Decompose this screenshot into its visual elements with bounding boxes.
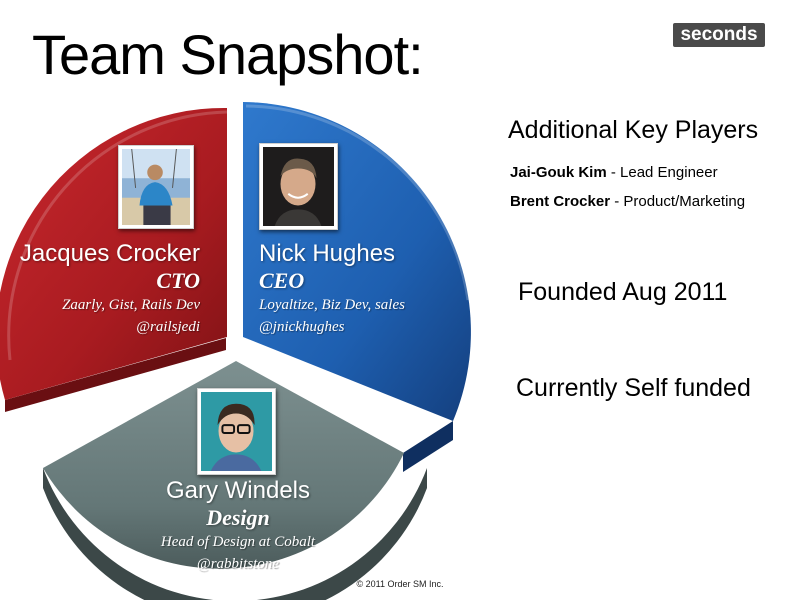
cto-role: CTO bbox=[156, 268, 200, 293]
key-player-2: Brent Crocker - Product/Marketing bbox=[510, 193, 745, 210]
key-player-2-name: Brent Crocker bbox=[510, 193, 611, 210]
pie-highlight-cto bbox=[7, 110, 228, 361]
brand-logo: seconds bbox=[673, 23, 765, 47]
ceo-photo bbox=[259, 143, 338, 230]
design-card: Gary Windels Design Head of Design at Co… bbox=[118, 477, 358, 575]
funding-text: Currently Self funded bbox=[516, 374, 751, 402]
key-player-1-role: - Lead Engineer bbox=[606, 164, 718, 181]
pie-depth-blue bbox=[403, 421, 453, 472]
ceo-bio: Loyaltize, Biz Dev, sales bbox=[259, 297, 405, 313]
pie-depth-red bbox=[5, 338, 226, 412]
design-photo bbox=[197, 388, 276, 475]
design-role: Design bbox=[206, 505, 270, 530]
ceo-role: CEO bbox=[259, 268, 305, 293]
cto-handle: @railsjedi bbox=[136, 319, 200, 335]
founded-text: Founded Aug 2011 bbox=[518, 278, 728, 306]
ceo-name: Nick Hughes bbox=[259, 240, 396, 267]
design-name: Gary Windels bbox=[165, 477, 311, 504]
design-bio: Head of Design at Cobalt bbox=[160, 534, 316, 550]
cto-bio: Zaarly, Gist, Rails Dev bbox=[62, 297, 200, 313]
design-handle: @rabbitstone bbox=[196, 556, 280, 572]
cto-card: Jacques Crocker CTO Zaarly, Gist, Rails … bbox=[20, 240, 200, 338]
key-player-1: Jai-Gouk Kim - Lead Engineer bbox=[510, 164, 718, 181]
key-player-1-name: Jai-Gouk Kim bbox=[510, 164, 607, 181]
slide-title: Team Snapshot: bbox=[32, 23, 424, 86]
cto-photo bbox=[118, 145, 194, 229]
pie-highlight-ceo bbox=[245, 104, 470, 301]
cto-name: Jacques Crocker bbox=[19, 240, 200, 267]
key-players-heading: Additional Key Players bbox=[508, 116, 759, 144]
ceo-handle: @jnickhughes bbox=[259, 319, 345, 335]
copyright-footer: © 2011 Order SM Inc. bbox=[356, 579, 444, 589]
ceo-card: Nick Hughes CEO Loyaltize, Biz Dev, sale… bbox=[259, 240, 405, 338]
key-player-2-role: - Product/Marketing bbox=[610, 193, 746, 210]
